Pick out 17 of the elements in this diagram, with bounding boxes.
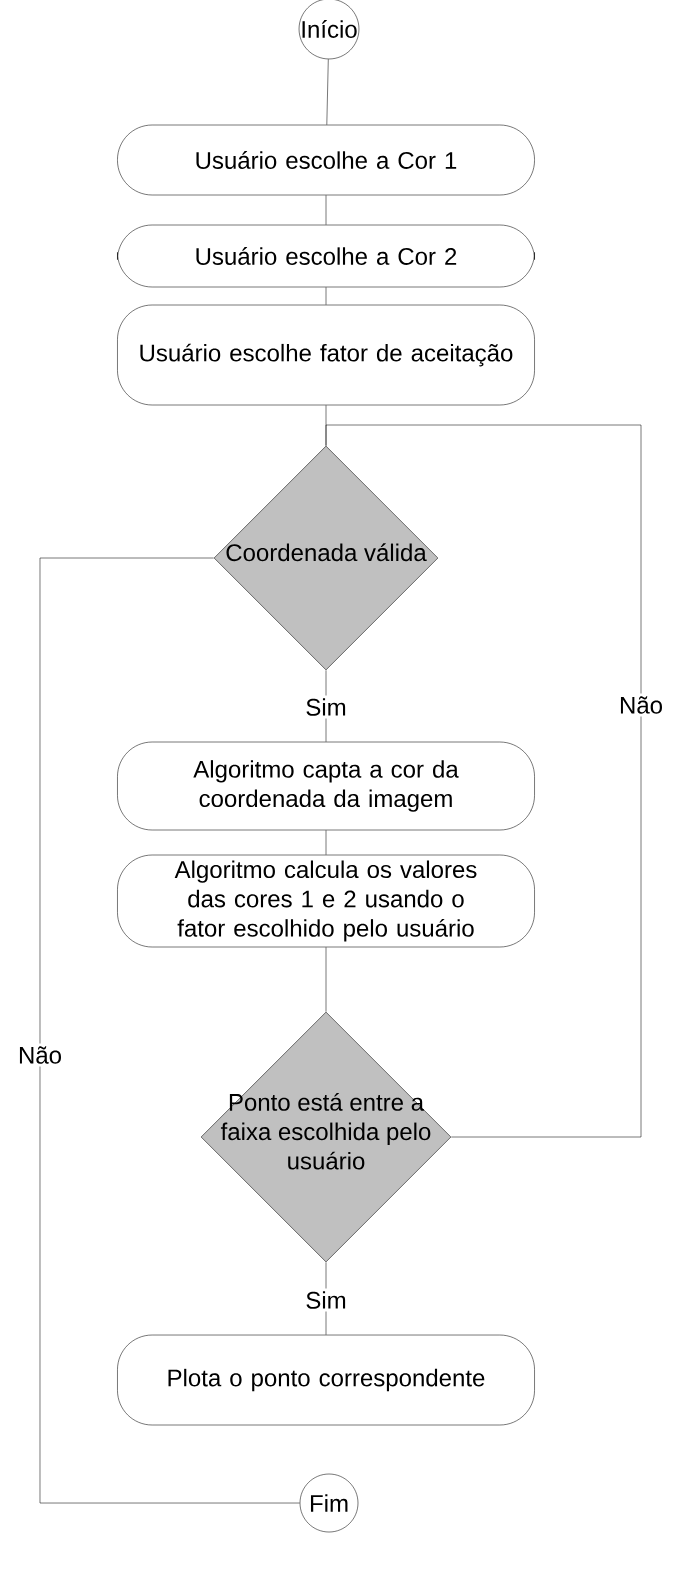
process-box: Usuário escolhe fator de aceitação	[117, 304, 535, 406]
connector-line	[325, 287, 327, 305]
connector-line	[325, 830, 327, 855]
connector-line	[39, 557, 300, 1504]
connector-line	[325, 424, 642, 1138]
process-box: Usuário escolhe a Cor 1	[117, 124, 535, 196]
edge-label: Não	[616, 693, 666, 717]
process-box: Algoritmo capta a cor da coordenada da imagem	[117, 741, 535, 831]
connector-line	[325, 195, 327, 225]
edge-label: Não	[15, 1043, 65, 1067]
edge-label: Sim	[302, 695, 350, 719]
edge-label: Sim	[302, 1288, 350, 1312]
process-box: Usuário escolhe a Cor 2	[117, 224, 535, 288]
connector-line	[326, 58, 329, 125]
process-box: Plota o ponto correspondente	[117, 1334, 535, 1426]
process-box: Algoritmo calcula os valores das cores 1 e 2 usando o fator escolhido pelo usuário	[117, 854, 535, 948]
connector-line	[325, 947, 327, 1012]
